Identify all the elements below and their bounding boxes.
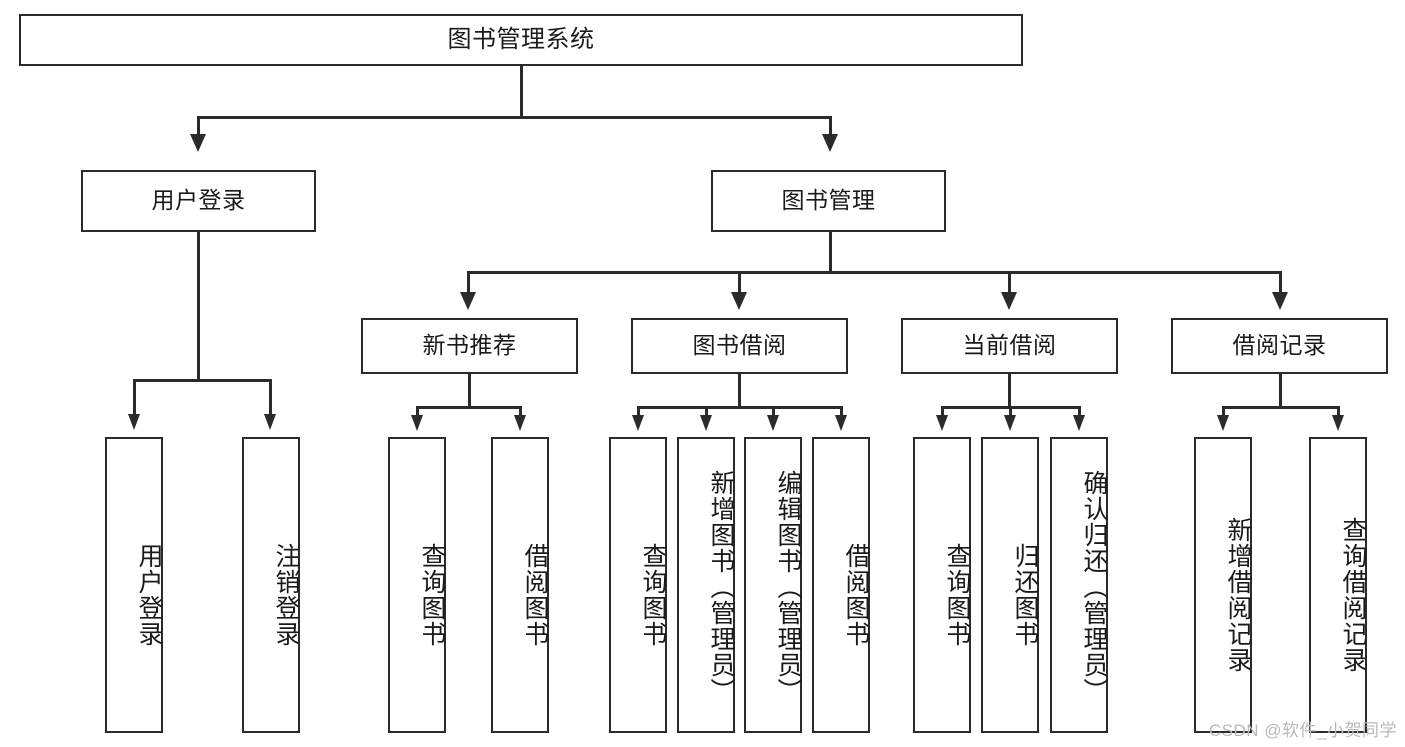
- arrowhead-leaf-add-book: [700, 415, 712, 431]
- arrowhead-borrow-record: [1272, 292, 1288, 310]
- node-label: 查询借阅记录: [1339, 517, 1367, 673]
- connector-book-borrow-bus: [637, 406, 842, 409]
- arrowhead-book-borrow: [731, 292, 747, 310]
- node-book-borrow[interactable]: 图书借阅: [631, 318, 848, 374]
- connector-borrow-record-bus: [1222, 406, 1339, 409]
- leaf-query-book-current[interactable]: 查询图书: [913, 437, 971, 733]
- leaf-query-book-new-recommend[interactable]: 查询图书: [388, 437, 446, 733]
- connector-book-borrow-leaf1-drop: [637, 406, 640, 417]
- connector-borrow-record-stem: [1279, 374, 1282, 407]
- arrowhead-leaf-logout: [264, 414, 276, 430]
- node-label: 编辑图书（管理员）: [774, 470, 802, 704]
- arrowhead-leaf-query-book-3: [936, 415, 948, 431]
- connector-book-management-stem: [829, 232, 832, 272]
- arrowhead-current-borrow: [1001, 292, 1017, 310]
- node-label: 当前借阅: [962, 332, 1057, 359]
- node-label: 查询图书: [639, 543, 667, 647]
- node-book-management[interactable]: 图书管理: [711, 170, 946, 232]
- arrowhead-user-login: [190, 134, 206, 152]
- connector-current-borrow-leaf1-drop: [941, 406, 944, 417]
- connector-level2-bus: [197, 116, 832, 119]
- connector-user-login-bus: [133, 379, 270, 382]
- node-label: 图书管理系统: [447, 25, 595, 53]
- connector-borrow-record-leaf2-drop: [1337, 406, 1340, 417]
- connector-user-login-stem: [197, 232, 200, 380]
- node-root-book-management-system[interactable]: 图书管理系统: [19, 14, 1023, 66]
- connector-current-borrow-stem: [1008, 374, 1011, 407]
- node-label: 新增图书（管理员）: [707, 470, 735, 704]
- node-borrow-record[interactable]: 借阅记录: [1171, 318, 1388, 374]
- connector-drop-current-borrow: [1008, 271, 1011, 294]
- node-label: 借阅记录: [1232, 332, 1327, 359]
- leaf-borrow-book-new-recommend[interactable]: 借阅图书: [491, 437, 549, 733]
- arrowhead-leaf-borrow-book-1: [514, 415, 526, 431]
- connector-book-borrow-leaf3-drop: [772, 406, 775, 417]
- node-label: 查询图书: [943, 543, 971, 647]
- node-label: 借阅图书: [521, 543, 549, 647]
- leaf-add-book-admin[interactable]: 新增图书（管理员）: [677, 437, 735, 733]
- arrowhead-leaf-query-record: [1332, 415, 1344, 431]
- node-user-login[interactable]: 用户登录: [81, 170, 316, 232]
- node-label: 图书借阅: [692, 332, 787, 359]
- arrowhead-leaf-return-book: [1004, 415, 1016, 431]
- connector-new-book-stem: [468, 374, 471, 407]
- node-label: 新书推荐: [422, 332, 517, 359]
- arrowhead-leaf-query-book-1: [411, 415, 423, 431]
- node-label: 查询图书: [418, 543, 446, 647]
- arrowhead-book-management: [822, 134, 838, 152]
- leaf-edit-book-admin[interactable]: 编辑图书（管理员）: [744, 437, 802, 733]
- connector-user-login-leaf1-drop: [133, 379, 136, 416]
- connector-drop-borrow-record: [1279, 271, 1282, 294]
- leaf-return-book[interactable]: 归还图书: [981, 437, 1039, 733]
- node-label: 新增借阅记录: [1224, 517, 1252, 673]
- connector-drop-user-login: [197, 116, 200, 136]
- connector-book-borrow-leaf4-drop: [840, 406, 843, 417]
- connector-new-book-leaf2-drop: [519, 406, 522, 417]
- connector-drop-book-borrow: [738, 271, 741, 294]
- connector-book-borrow-leaf2-drop: [705, 406, 708, 417]
- arrowhead-leaf-query-book-2: [632, 415, 644, 431]
- arrowhead-leaf-add-record: [1217, 415, 1229, 431]
- connector-current-borrow-leaf3-drop: [1078, 406, 1081, 417]
- node-label: 图书管理: [781, 187, 876, 214]
- connector-user-login-leaf2-drop: [269, 379, 272, 416]
- connector-new-book-bus: [416, 406, 521, 409]
- node-label: 借阅图书: [842, 543, 870, 647]
- csdn-watermark: CSDN @软件_小贺同学: [1208, 721, 1397, 740]
- arrowhead-leaf-edit-book: [767, 415, 779, 431]
- leaf-confirm-return-admin[interactable]: 确认归还（管理员）: [1050, 437, 1108, 733]
- connector-borrow-record-leaf1-drop: [1222, 406, 1225, 417]
- leaf-user-login[interactable]: 用户登录: [105, 437, 163, 733]
- leaf-query-book-borrow[interactable]: 查询图书: [609, 437, 667, 733]
- node-new-book-recommend[interactable]: 新书推荐: [361, 318, 578, 374]
- connector-level3-bus: [467, 271, 1282, 274]
- node-label: 用户登录: [151, 187, 246, 214]
- connector-new-book-leaf1-drop: [416, 406, 419, 417]
- connector-root-stem: [520, 66, 523, 117]
- node-current-borrow[interactable]: 当前借阅: [901, 318, 1118, 374]
- leaf-add-borrow-record[interactable]: 新增借阅记录: [1194, 437, 1252, 733]
- connector-drop-new-book: [467, 271, 470, 294]
- leaf-logout[interactable]: 注销登录: [242, 437, 300, 733]
- leaf-query-borrow-record[interactable]: 查询借阅记录: [1309, 437, 1367, 733]
- node-label: 确认归还（管理员）: [1080, 470, 1108, 704]
- leaf-borrow-book-borrow[interactable]: 借阅图书: [812, 437, 870, 733]
- node-label: 用户登录: [135, 543, 163, 647]
- node-label: 归还图书: [1011, 543, 1039, 647]
- connector-book-borrow-stem: [738, 374, 741, 407]
- connector-current-borrow-leaf2-drop: [1009, 406, 1012, 417]
- connector-drop-book-management: [829, 116, 832, 136]
- arrowhead-leaf-user-login: [128, 414, 140, 430]
- node-label: 注销登录: [272, 543, 300, 647]
- arrowhead-leaf-borrow-book-2: [835, 415, 847, 431]
- arrowhead-new-book-recommend: [460, 292, 476, 310]
- arrowhead-leaf-confirm-return: [1073, 415, 1085, 431]
